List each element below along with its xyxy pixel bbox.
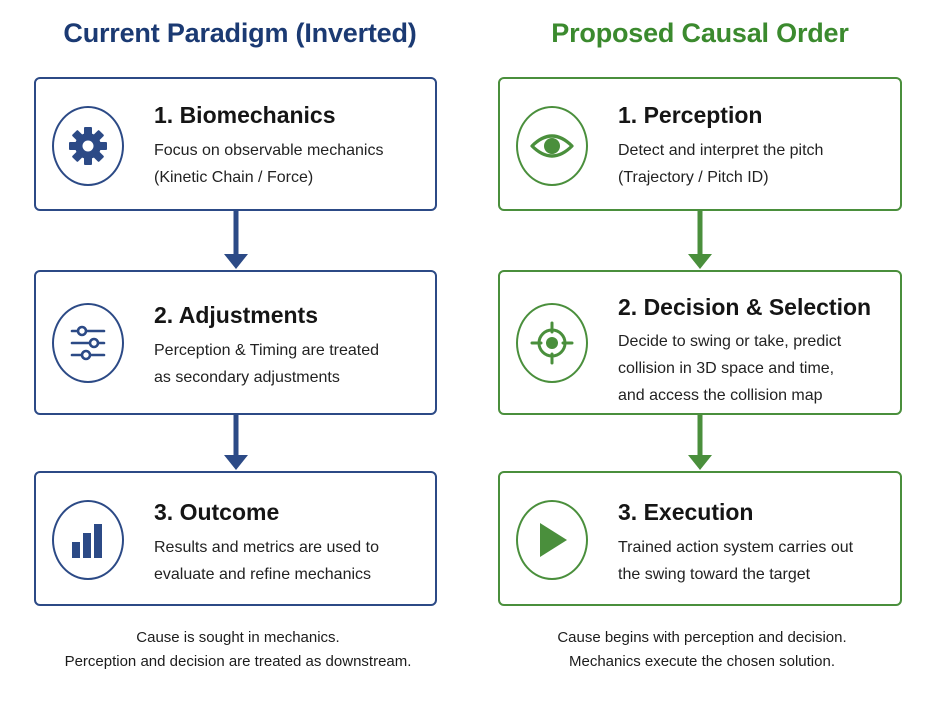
box-description: Detect and interpret the pitch (Trajecto… [618,137,823,191]
right-caption: Cause begins with perception and decisio… [482,626,922,674]
down-arrow [224,415,248,470]
box-description-line: (Trajectory / Pitch ID) [618,169,769,186]
box-description: Results and metrics are used to evaluate… [154,534,379,588]
target-icon-circle [516,303,588,383]
box-description-line: Detect and interpret the pitch [618,142,824,159]
box-description-line: as secondary adjustments [154,369,340,386]
box-description: Decide to swing or take, predict collisi… [618,328,841,409]
box-description-line: Perception & Timing are treated [154,342,380,359]
bar-chart-icon-circle [52,500,124,580]
box-description-line: evaluate and refine mechanics [154,566,372,583]
box-title: 3. Execution [618,499,754,525]
caption-line: Cause is sought in mechanics. [136,629,340,646]
eye-icon-circle [516,106,588,186]
left-caption: Cause is sought in mechanics. Perception… [18,626,458,674]
right-box-execution: 3. Execution Trained action system carri… [498,471,902,606]
left-box-adjustments: 2. Adjustments Perception & Timing are t… [34,270,437,415]
left-box-outcome: 3. Outcome Results and metrics are used … [34,471,437,606]
bar-chart-icon [72,524,102,558]
sliders-icon [70,325,106,361]
caption-line: Mechanics execute the chosen solution. [569,653,835,670]
down-arrow [688,415,712,470]
caption-line: Perception and decision are treated as d… [64,653,412,670]
down-arrow [688,211,712,269]
box-description-line: and access the collision map [618,387,823,404]
down-arrow [224,211,248,269]
target-icon [530,321,574,365]
play-icon-circle [516,500,588,580]
right-box-perception: 1. Perception Detect and interpret the p… [498,77,902,211]
box-description-line: Trained action system carries out [618,539,854,556]
box-description-line: Focus on observable mechanics [154,142,384,159]
left-box-biomechanics: 1. Biomechanics Focus on observable mech… [34,77,437,211]
right-column-title: Proposed Causal Order [551,18,849,48]
box-title: 2. Adjustments [154,302,319,328]
box-title: 1. Biomechanics [154,102,336,128]
box-description-line: collision in 3D space and time, [618,360,835,377]
box-description: Trained action system carries out the sw… [618,534,853,588]
caption-line: Cause begins with perception and decisio… [557,629,847,646]
box-description-line: the swing toward the target [618,566,811,583]
left-column-title: Current Paradigm (Inverted) [63,18,417,48]
box-description-line: Decide to swing or take, predict [618,333,842,350]
box-description: Focus on observable mechanics (Kinetic C… [154,137,383,191]
box-title: 3. Outcome [154,499,280,525]
gear-icon [69,127,107,165]
play-icon [540,523,567,557]
box-description: Perception & Timing are treated as secon… [154,337,379,391]
sliders-icon-circle [52,303,124,383]
box-description-line: Results and metrics are used to [154,539,379,556]
eye-icon [530,134,574,158]
gear-icon-circle [52,106,124,186]
box-title: 1. Perception [618,102,763,128]
box-description-line: (Kinetic Chain / Force) [154,169,314,186]
right-box-decision: 2. Decision & Selection Decide to swing … [498,270,902,415]
box-title: 2. Decision & Selection [618,294,872,320]
